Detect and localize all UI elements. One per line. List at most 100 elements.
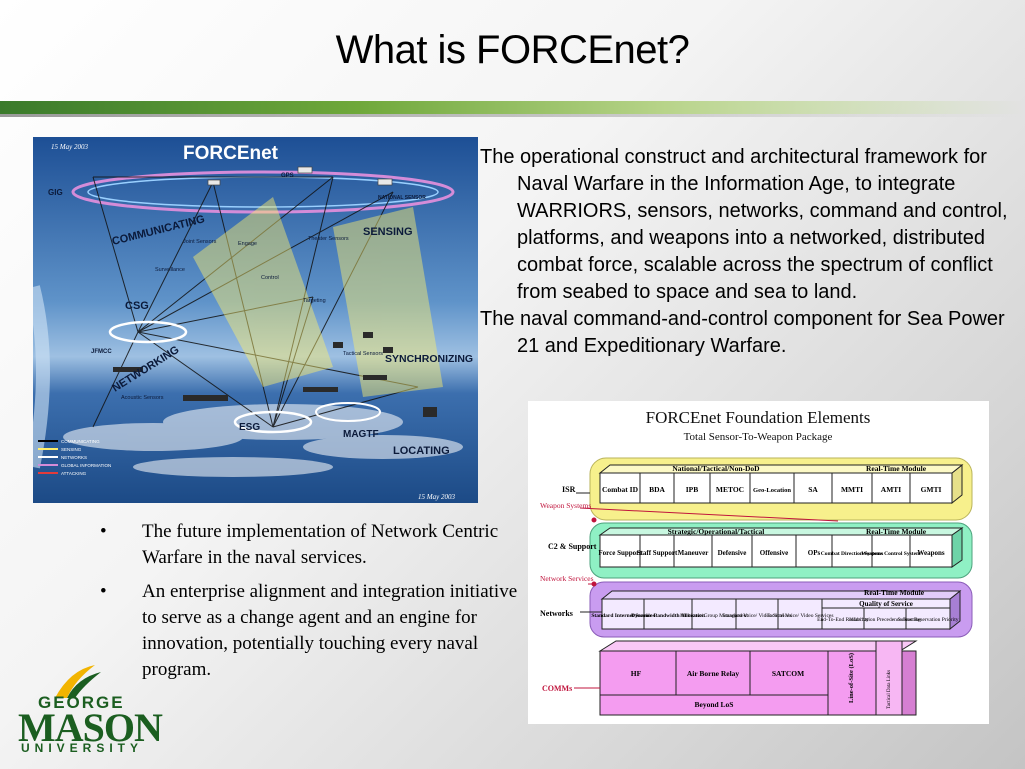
slide-title: What is FORCEnet?: [335, 28, 690, 72]
legend-networks: NETWORKS: [61, 455, 87, 460]
label-locating: LOCATING: [393, 445, 450, 457]
legend-global-information: GLOBAL INFORMATION: [61, 463, 111, 468]
c2-row: Strategic/Operational/Tactical Real-Time…: [548, 522, 973, 579]
label-gps: GPS: [281, 173, 294, 179]
foundation-title: FORCEnet Foundation Elements: [646, 408, 871, 427]
c2-cell-ops: OPs: [808, 549, 821, 557]
isr-cell-combat-id: Combat ID: [602, 485, 639, 494]
isr-label: ISR: [562, 485, 576, 494]
label-synchronizing: SYNCHRONIZING: [385, 353, 473, 365]
earth-edge: [33, 285, 50, 469]
networks-row: Real-Time Module Quality of Service Stan…: [540, 581, 973, 638]
label-csg: CSG: [125, 300, 149, 312]
isr-rt-gmti: GMTI: [921, 485, 942, 494]
isr-cell-ipb: IPB: [686, 485, 699, 494]
networks-rt-subnet: Subnet Reservation Priority: [897, 617, 958, 623]
diagram-title: FORCEnet: [183, 143, 279, 164]
legend-attacking: ATTACKING: [61, 471, 87, 476]
networks-qos: Quality of Service: [859, 600, 913, 608]
isr-rt-box: [831, 472, 953, 504]
isr-rt-amti: AMTI: [881, 485, 901, 494]
logo-flame: [55, 665, 95, 698]
csg-node-ring: [108, 320, 188, 344]
c2-rt-weapons: Weapons: [917, 549, 945, 557]
comms-los: Line-of-Site (LoS): [848, 653, 855, 703]
networks-rt-header: Real-Time Module: [864, 588, 925, 597]
logo-george: GEORGE: [38, 693, 125, 712]
isr-cell-geo-location: Geo-Location: [753, 487, 791, 494]
foundation-diagram: FORCEnet Foundation Elements Total Senso…: [528, 401, 989, 724]
bullet-text: An enterprise alignment and integration …: [142, 581, 518, 680]
label-control: Control: [261, 275, 279, 281]
label-acoustic-sensors: Acoustic Sensors: [121, 395, 164, 401]
forcenet-diagram: FORCEnet 15 May 2003 15 May 2003 COMMUNI…: [33, 137, 478, 503]
c2-cell-force-support: Force Support: [598, 549, 642, 557]
comms-cell-hf: HF: [631, 669, 642, 678]
diagram-date-top: 15 May 2003: [51, 143, 88, 151]
comms-side-label: Tactical Data Links: [887, 670, 892, 709]
networks-cell-dynamic-bandwidth: Dynamic Bandwidth Allocation: [631, 613, 705, 619]
title-band: [0, 101, 1025, 114]
diagram-date-bottom: 15 May 2003: [418, 493, 455, 501]
foundation-connectors: [574, 492, 839, 689]
label-gig: GIG: [48, 188, 63, 197]
label-joint-sensors: Joint Sensors: [183, 239, 217, 245]
esg-node-ring: [233, 410, 313, 434]
foundation-subtitle: Total Sensor-To-Weapon Package: [684, 431, 833, 443]
c2-cell-maneuver: Maneuver: [678, 549, 709, 557]
isr-header: National/Tactical/Non-DoD: [672, 464, 760, 473]
comms-label: COMMs: [542, 684, 572, 693]
c2-rt-weapons-control: Weapons Control System: [861, 551, 921, 557]
isr-cell-bda: BDA: [649, 485, 665, 494]
logo-mason: MASON: [18, 705, 163, 750]
weapon-systems-label: Weapon Systems: [540, 501, 591, 510]
diagram-legend: COMMUNICATING SENSING NETWORKS GLOBAL IN…: [38, 439, 111, 476]
label-theater-sensors: Theater Sensors: [308, 236, 349, 242]
networks-rt-end-to-end: End-To-End Reliability: [817, 617, 869, 623]
networks-cell-standard-voice: Standard Voice/ Video Services: [722, 613, 791, 619]
networks-cell-multicast: Multicast/ Group Management: [680, 613, 748, 619]
c2-cell-defensive: Defensive: [718, 549, 747, 557]
isr-rt-header: Real-Time Module: [866, 464, 927, 473]
isr-main-box: [599, 472, 833, 504]
bullet-item: • The future implementation of Network C…: [100, 519, 520, 571]
definition-operational-construct: The operational construct and architectu…: [480, 146, 1008, 303]
networks-main-box: [601, 598, 823, 630]
bullet-text: The future implementation of Network Cen…: [142, 521, 499, 568]
definition-naval-c2: The naval command-and-control component …: [480, 308, 1005, 357]
c2-label: C2 & Support: [548, 542, 597, 551]
c2-cell-staff-support: Staff Support: [637, 549, 678, 557]
label-jfmcc: JFMCC: [91, 349, 112, 355]
label-sensing: SENSING: [363, 226, 413, 238]
networks-cell-tactical-voice: Tactical Voice/ Video Services: [767, 613, 834, 619]
c2-cell-offensive: Offensive: [760, 549, 788, 557]
label-targeting: Targeting: [303, 298, 326, 304]
comms-row: HF Air Borne Relay SATCOM Beyond LoS Lin…: [542, 640, 918, 716]
title-band-line: [0, 114, 1025, 117]
label-surveillance: Surveillance: [155, 267, 185, 273]
sensor-beams: [193, 197, 443, 397]
label-magtf: MAGTF: [343, 429, 379, 440]
legend-communicating: COMMUNICATING: [61, 439, 100, 444]
isr-row: National/Tactical/Non-DoD Real-Time Modu…: [562, 457, 973, 521]
cloud-texture: [63, 404, 463, 477]
bullet-marker: •: [100, 581, 107, 602]
bullet-list: • The future implementation of Network C…: [100, 519, 520, 691]
label-engage: Engage: [238, 241, 257, 247]
logo-leaf: [67, 672, 101, 698]
networks-rt-box: [821, 598, 951, 630]
satellite-icons: [207, 166, 393, 186]
isr-rt-mmti: MMTI: [841, 485, 863, 494]
definitions-list: The operational construct and architectu…: [480, 144, 1010, 360]
networks-label: Networks: [540, 609, 573, 618]
legend-sensing: SENSING: [61, 447, 82, 452]
comms-cell-airborne-relay: Air Borne Relay: [687, 669, 740, 678]
label-national-sensor: NATIONAL SENSOR: [378, 195, 426, 201]
c2-header: Strategic/Operational/Tactical: [668, 527, 765, 536]
networks-rt-precedence: Information Precedence Routing: [849, 616, 921, 623]
comms-beyond-los: Beyond LoS: [695, 700, 734, 709]
c2-rt-header: Real-Time Module: [866, 527, 927, 536]
orbit-ring-outer: [71, 170, 455, 214]
bullet-item: • An enterprise alignment and integratio…: [100, 579, 520, 683]
bullet-marker: •: [100, 521, 107, 542]
